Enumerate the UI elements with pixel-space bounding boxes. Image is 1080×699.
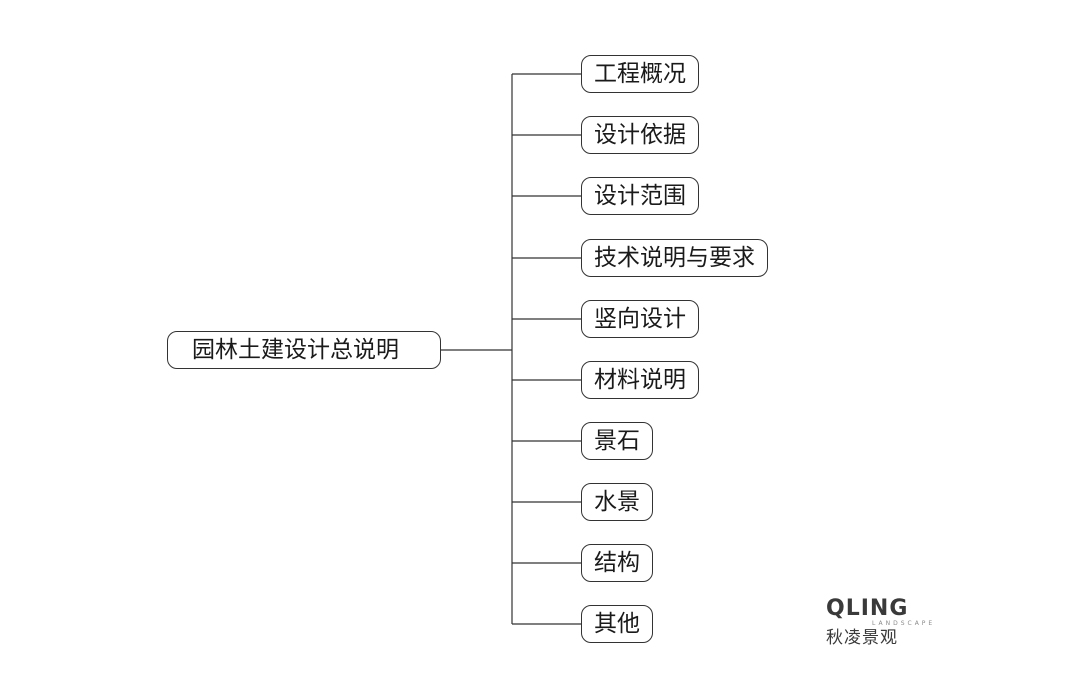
- child-node-label: 材料说明: [594, 366, 686, 393]
- child-node-label: 设计依据: [594, 121, 686, 148]
- child-node-label: 其他: [594, 610, 640, 637]
- child-node-design-basis[interactable]: 设计依据: [581, 116, 699, 154]
- logo-chinese-name: 秋凌景观: [826, 628, 898, 648]
- child-node-label: 水景: [594, 488, 640, 515]
- child-node-label: 设计范围: [594, 182, 686, 209]
- logo-subtitle: LANDSCAPE: [872, 620, 936, 627]
- root-node[interactable]: 园林土建设计总说明: [167, 331, 441, 369]
- child-node-structure[interactable]: 结构: [581, 544, 653, 582]
- brand-logo: QLING LANDSCAPE 秋凌景观: [826, 596, 932, 648]
- child-node-label: 结构: [594, 549, 640, 576]
- child-node-water-feature[interactable]: 水景: [581, 483, 653, 521]
- child-node-vertical-design[interactable]: 竖向设计: [581, 300, 699, 338]
- child-node-design-scope[interactable]: 设计范围: [581, 177, 699, 215]
- child-node-label: 景石: [594, 427, 640, 454]
- child-node-other[interactable]: 其他: [581, 605, 653, 643]
- logo-mark: QLING: [826, 596, 909, 621]
- child-node-label: 技术说明与要求: [594, 244, 755, 271]
- child-node-landscape-stone[interactable]: 景石: [581, 422, 653, 460]
- child-node-label: 竖向设计: [594, 305, 686, 332]
- root-node-label: 园林土建设计总说明: [192, 336, 399, 363]
- child-node-overview[interactable]: 工程概况: [581, 55, 699, 93]
- child-node-materials[interactable]: 材料说明: [581, 361, 699, 399]
- child-node-technical-requirements[interactable]: 技术说明与要求: [581, 239, 768, 277]
- child-node-label: 工程概况: [594, 60, 686, 87]
